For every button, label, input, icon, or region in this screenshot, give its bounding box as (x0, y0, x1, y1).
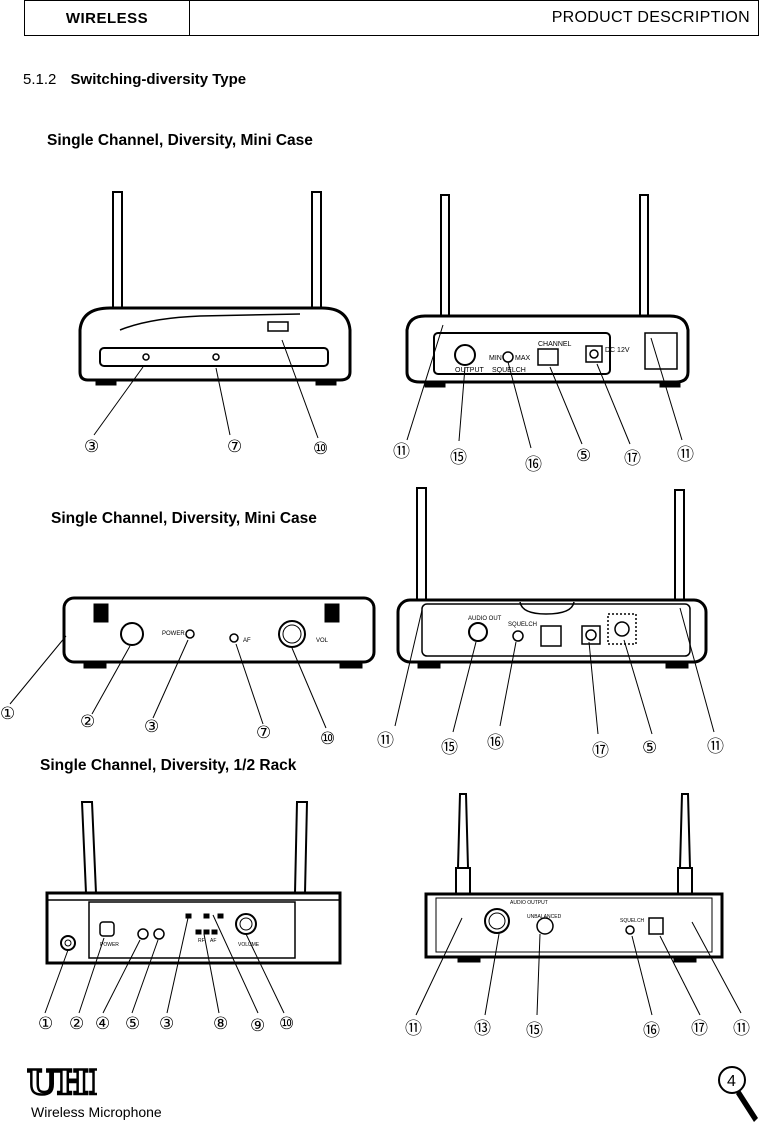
subtitle-2: Single Channel, Diversity, Mini Case (51, 510, 317, 527)
fig2-rear-callout: ⑯ (487, 733, 504, 753)
fig2-rear-callout: ⑰ (592, 741, 609, 761)
fig3-front-callout: ⑩ (279, 1014, 295, 1034)
fig3-front-callout: ③ (159, 1014, 175, 1034)
fig3-front-callout: ① (38, 1014, 54, 1034)
fig1-front-callout: ③ (84, 437, 100, 457)
header-left: WIRELESS (25, 1, 190, 35)
fig2-front-callout: ① (0, 704, 16, 724)
fig3-rear-unit: AUDIO OUTPUT UNBALANCED SQUELCH (415, 793, 742, 1016)
fig3-rear-callout: ⑪ (733, 1019, 750, 1039)
svg-text:VOL: VOL (316, 638, 329, 644)
fig2-front-callout: ③ (144, 717, 160, 737)
svg-text:UNBALANCED: UNBALANCED (527, 914, 562, 920)
section-title: Switching-diversity Type (70, 71, 247, 88)
svg-text:AUDIO OUT: AUDIO OUT (468, 616, 502, 622)
fig1-front-callout: ⑩ (313, 439, 329, 459)
svg-text:MIN: MIN (489, 355, 502, 362)
fig1-rear-callout: ⑪ (393, 442, 410, 462)
fig1-rear-callout: ⑮ (450, 448, 467, 468)
svg-text:UHF: UHF (27, 1063, 97, 1100)
svg-text:OUTPUT: OUTPUT (455, 367, 485, 374)
fig2-rear-unit: AUDIO OUT SQUELCH (394, 487, 715, 735)
fig2-front-callout: ⑩ (320, 729, 336, 749)
fig3-front-callout: ② (69, 1014, 85, 1034)
page-number: 4 (727, 1073, 736, 1090)
svg-text:DC 12V: DC 12V (605, 347, 630, 354)
fig2-front-unit: POWER AF VOL (9, 596, 376, 729)
svg-text:POWER: POWER (100, 942, 119, 948)
svg-text:SQUELCH: SQUELCH (620, 918, 645, 924)
svg-text:VOLUME: VOLUME (238, 942, 260, 948)
fig2-rear-callout: ⑮ (441, 738, 458, 758)
svg-text:SQUELCH: SQUELCH (492, 367, 526, 374)
fig1-rear-callout: ⑪ (677, 445, 694, 465)
fig3-front-unit: POWER VOLUME RF AF (44, 801, 342, 1014)
fig1-rear-callout: ⑯ (525, 455, 542, 475)
fig2-rear-callout: ⑪ (377, 731, 394, 751)
footer-text: Wireless Microphone (31, 1104, 162, 1120)
svg-text:AF: AF (210, 938, 216, 944)
fig2-front-callout: ② (80, 712, 96, 732)
svg-text:AF: AF (243, 638, 251, 644)
fig1-rear-callout: ⑤ (576, 446, 592, 466)
uhf-logo: UHF (27, 1062, 97, 1100)
svg-text:SQUELCH: SQUELCH (508, 622, 537, 628)
microphone-icon: 4 (718, 1066, 758, 1122)
fig2-rear-callout: ⑤ (642, 738, 658, 758)
fig1-front-callout: ⑦ (227, 437, 243, 457)
fig3-rear-callout: ⑰ (691, 1019, 708, 1039)
fig1-rear-callout: ⑰ (624, 449, 641, 469)
page-header: WIRELESS PRODUCT DESCRIPTION (24, 0, 759, 36)
fig3-rear-callout: ⑮ (526, 1021, 543, 1041)
svg-text:RF: RF (198, 938, 205, 944)
section-heading: 5.1.2 Switching-diversity Type (23, 71, 246, 88)
fig3-front-callout: ⑨ (250, 1016, 266, 1036)
fig3-rear-callout: ⑯ (643, 1021, 660, 1041)
fig1-front-unit (78, 191, 352, 439)
svg-text:CHANNEL: CHANNEL (538, 341, 572, 348)
fig2-front-callout: ⑦ (256, 723, 272, 743)
fig3-front-callout: ⑤ (125, 1014, 141, 1034)
fig3-front-callout: ④ (95, 1014, 111, 1034)
svg-text:POWER: POWER (162, 631, 185, 637)
header-right: PRODUCT DESCRIPTION (551, 9, 750, 26)
fig3-front-callout: ⑧ (213, 1014, 229, 1034)
fig3-rear-callout: ⑬ (474, 1019, 491, 1039)
fig3-rear-callout: ⑪ (405, 1019, 422, 1039)
svg-text:AUDIO OUTPUT: AUDIO OUTPUT (510, 900, 548, 906)
svg-text:MAX: MAX (515, 355, 531, 362)
fig2-rear-callout: ⑪ (707, 737, 724, 757)
fig1-rear-unit: OUTPUT SQUELCH MIN MAX CHANNEL DC 12V (405, 194, 690, 449)
subtitle-1: Single Channel, Diversity, Mini Case (47, 132, 313, 149)
section-number: 5.1.2 (23, 71, 57, 88)
subtitle-3: Single Channel, Diversity, 1/2 Rack (40, 757, 297, 774)
